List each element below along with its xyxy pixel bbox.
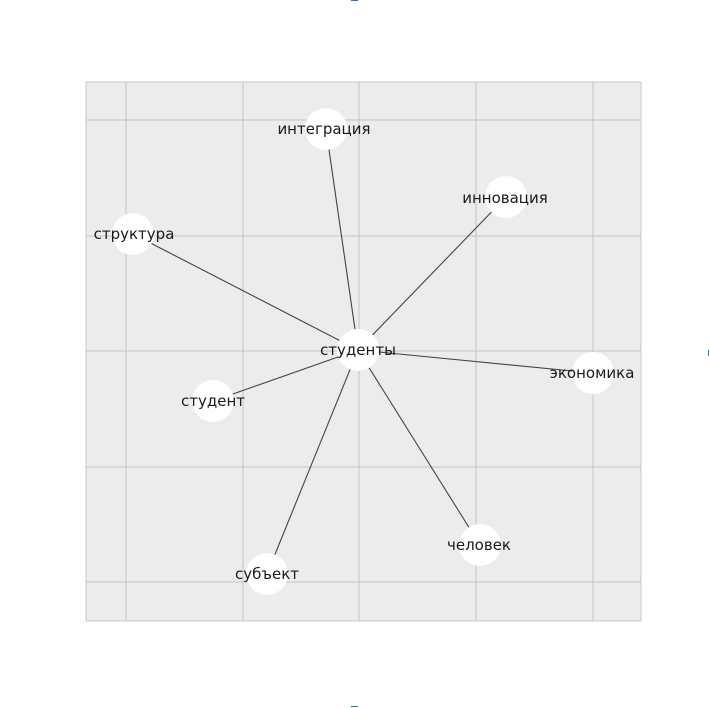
node-circle [305, 108, 347, 150]
node-circle [459, 524, 501, 566]
edge-mark-right [708, 350, 709, 356]
grid-lines [86, 82, 641, 621]
node-структура: структура [94, 213, 175, 255]
node-circle [192, 380, 234, 422]
edge-человек [357, 349, 481, 546]
node-label: интеграция [277, 120, 370, 138]
node-layer: студенты интеграция инновация структура студ… [94, 108, 635, 595]
node-label: инновация [462, 189, 548, 207]
edge-layer [132, 128, 594, 575]
edge-структура [132, 233, 359, 351]
edge-инновация [357, 196, 507, 351]
edge-экономика [357, 349, 594, 374]
node-интеграция: интеграция [277, 108, 371, 150]
node-субъект: субъект [235, 553, 299, 595]
node-label: экономика [550, 364, 635, 382]
node-circle [112, 213, 154, 255]
node-circle [572, 352, 614, 394]
node-человек: человек [447, 524, 511, 566]
node-инновация: инновация [462, 176, 548, 218]
node-circle [246, 553, 288, 595]
edge-субъект [266, 349, 359, 575]
node-label: студент [181, 392, 245, 410]
node-circle [337, 329, 379, 371]
edge-mark-top [351, 0, 358, 1]
node-label: человек [447, 536, 511, 554]
node-label: студенты [320, 341, 396, 359]
node-circle [485, 176, 527, 218]
node-студент: студент [181, 380, 245, 422]
edge-mark-bottom [351, 706, 358, 707]
node-label: структура [94, 225, 175, 243]
edge-интеграция [325, 128, 359, 351]
node-экономика: экономика [550, 352, 635, 394]
node-label: субъект [235, 565, 299, 583]
edge-студент [212, 349, 359, 402]
node-студенты: студенты [320, 329, 396, 371]
